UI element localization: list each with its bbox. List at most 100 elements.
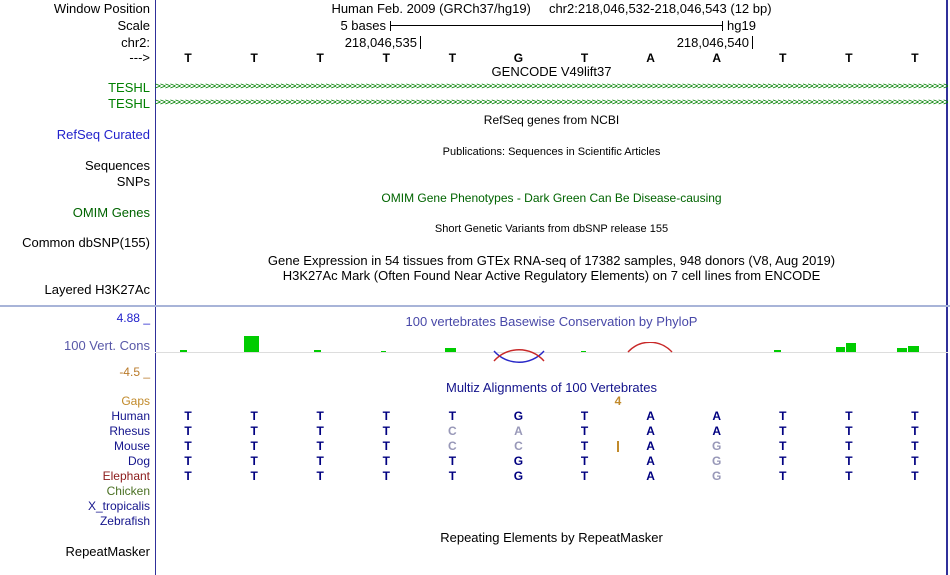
aln-rhesus-base-2: T (250, 424, 258, 438)
reference-base-5: T (448, 51, 457, 65)
track-label-scale: Scale (117, 18, 150, 33)
aln-rhesus-base-6: A (514, 424, 523, 438)
track-title-gencode[interactable]: GENCODE V49lift37 (491, 64, 612, 79)
track-title-refseq[interactable]: RefSeq genes from NCBI (483, 113, 620, 127)
aln-dog-base-9: G (712, 454, 722, 468)
reference-base-2: T (250, 51, 258, 65)
reference-base-10: T (779, 51, 787, 65)
left-frame-line (155, 0, 156, 575)
aln-mouse-base-12: T (911, 439, 919, 453)
aln-rhesus-base-3: T (316, 424, 324, 438)
aln-dog-base-8: A (646, 454, 655, 468)
species-label-chicken[interactable]: Chicken (106, 484, 150, 498)
aln-human-base-3: T (316, 409, 324, 423)
reference-base-1: T (184, 51, 192, 65)
reference-base-9: A (712, 51, 722, 65)
aln-dog-base-2: T (250, 454, 258, 468)
species-label-elephant[interactable]: Elephant (102, 469, 150, 483)
track-label-omim-genes[interactable]: OMIM Genes (72, 205, 150, 220)
reference-base-4: T (382, 51, 390, 65)
aln-human-base-1: T (184, 409, 192, 423)
aln-dog-base-4: T (382, 454, 390, 468)
phylop-bar-11 (908, 346, 919, 352)
species-label-dog[interactable]: Dog (127, 454, 150, 468)
teshl-transcript-2[interactable]: >>>>>>>>>>>>>>>>>>>>>>>>>>>>>>>>>>>>>>>>… (155, 98, 948, 108)
aln-rhesus-base-5: C (448, 424, 457, 438)
phylop-bar-7 (774, 350, 781, 352)
track-title-publications[interactable]: Publications: Sequences in Scientific Ar… (442, 146, 661, 158)
aln-elephant-base-8: A (646, 469, 655, 483)
aln-mouse-base-6: C (514, 439, 523, 453)
aln-mouse-base-2: T (250, 439, 258, 453)
track-label-sequences[interactable]: Sequences (84, 158, 150, 173)
phylop-zero-line (155, 352, 948, 353)
aln-elephant-base-6: G (513, 469, 524, 483)
aln-dog-base-3: T (316, 454, 324, 468)
right-side-slider[interactable] (946, 0, 948, 575)
aln-human-base-6: G (513, 409, 524, 423)
aln-mouse-base-4: T (382, 439, 390, 453)
aln-mouse-base-1: T (184, 439, 192, 453)
track-title-repeatmasker[interactable]: Repeating Elements by RepeatMasker (440, 530, 663, 545)
species-label-zebrafish[interactable]: Zebrafish (99, 514, 150, 528)
scale-value-label: 5 bases (340, 18, 386, 33)
track-title-gtex[interactable]: Gene Expression in 54 tissues from GTEx … (267, 253, 836, 268)
track-label-chrom: chr2: (121, 35, 150, 50)
aln-mouse-base-5: C (448, 439, 457, 453)
aln-elephant-base-4: T (382, 469, 390, 483)
track-label-teshl-1[interactable]: TESHL (108, 80, 150, 95)
track-title-omim[interactable]: OMIM Gene Phenotypes - Dark Green Can Be… (381, 191, 722, 205)
aln-elephant-base-9: G (712, 469, 722, 483)
track-label-snps[interactable]: SNPs (116, 174, 150, 189)
species-label-human[interactable]: Human (111, 409, 150, 423)
phylop-bar-1 (180, 350, 187, 352)
teshl-transcript-1[interactable]: >>>>>>>>>>>>>>>>>>>>>>>>>>>>>>>>>>>>>>>>… (155, 82, 948, 92)
track-label-teshl-2[interactable]: TESHL (108, 96, 150, 111)
phylop-bar-3 (314, 350, 321, 352)
aln-elephant-base-1: T (184, 469, 192, 483)
track-title-phylop[interactable]: 100 vertebrates Basewise Conservation by… (405, 314, 698, 329)
aln-dog-base-12: T (911, 454, 919, 468)
phylop-track-label[interactable]: 100 Vert. Cons (64, 338, 150, 353)
aln-rhesus-base-7: T (580, 424, 589, 438)
aln-rhesus-base-1: T (184, 424, 192, 438)
aln-mouse-base-3: T (316, 439, 324, 453)
aln-mouse-base-7: T (580, 439, 589, 453)
phylop-min-value: -4.5 _ (119, 365, 150, 379)
species-label-x_tropicalis[interactable]: X_tropicalis (87, 499, 150, 513)
ruler-left-tick (420, 36, 421, 49)
aln-elephant-base-10: T (779, 469, 787, 483)
mouse-insertion-tick (617, 441, 619, 452)
aln-human-base-9: A (712, 409, 722, 423)
ruler-left-coordinate: 218,046,535 (344, 35, 417, 50)
track-title-h3k27ac[interactable]: H3K27Ac Mark (Often Found Near Active Re… (282, 268, 821, 283)
track-title-multiz[interactable]: Multiz Alignments of 100 Vertebrates (445, 380, 657, 395)
aln-elephant-base-3: T (316, 469, 324, 483)
aln-rhesus-base-8: A (646, 424, 655, 438)
aln-mouse-base-10: T (779, 439, 787, 453)
track-label-layered-h3k27ac[interactable]: Layered H3K27Ac (44, 282, 150, 297)
aln-elephant-base-11: T (845, 469, 853, 483)
aln-elephant-base-7: T (580, 469, 589, 483)
track-label-refseq-curated[interactable]: RefSeq Curated (56, 127, 150, 142)
species-label-mouse[interactable]: Mouse (113, 439, 150, 453)
scale-bar (390, 21, 723, 31)
aln-human-base-5: T (448, 409, 457, 423)
aln-dog-base-6: G (513, 454, 524, 468)
track-title-dbsnp[interactable]: Short Genetic Variants from dbSNP releas… (434, 223, 669, 235)
aln-dog-base-1: T (184, 454, 192, 468)
aln-elephant-base-5: T (448, 469, 457, 483)
phylop-bar-2 (244, 336, 259, 352)
aln-mouse-base-9: G (712, 439, 722, 453)
track-title-position-line[interactable]: Human Feb. 2009 (GRCh37/hg19) chr2:218,0… (331, 1, 772, 16)
gap-count-value: 4 (614, 394, 622, 408)
aln-human-base-7: T (580, 409, 589, 423)
phylop-bar-8 (836, 347, 845, 352)
aln-human-base-10: T (779, 409, 787, 423)
ruler-right-tick (752, 36, 753, 49)
species-label-rhesus[interactable]: Rhesus (109, 424, 150, 438)
track-label-repeatmasker[interactable]: RepeatMasker (65, 544, 150, 559)
track-label-common-dbsnp-155[interactable]: Common dbSNP(155) (22, 235, 150, 250)
aln-human-base-4: T (382, 409, 390, 423)
